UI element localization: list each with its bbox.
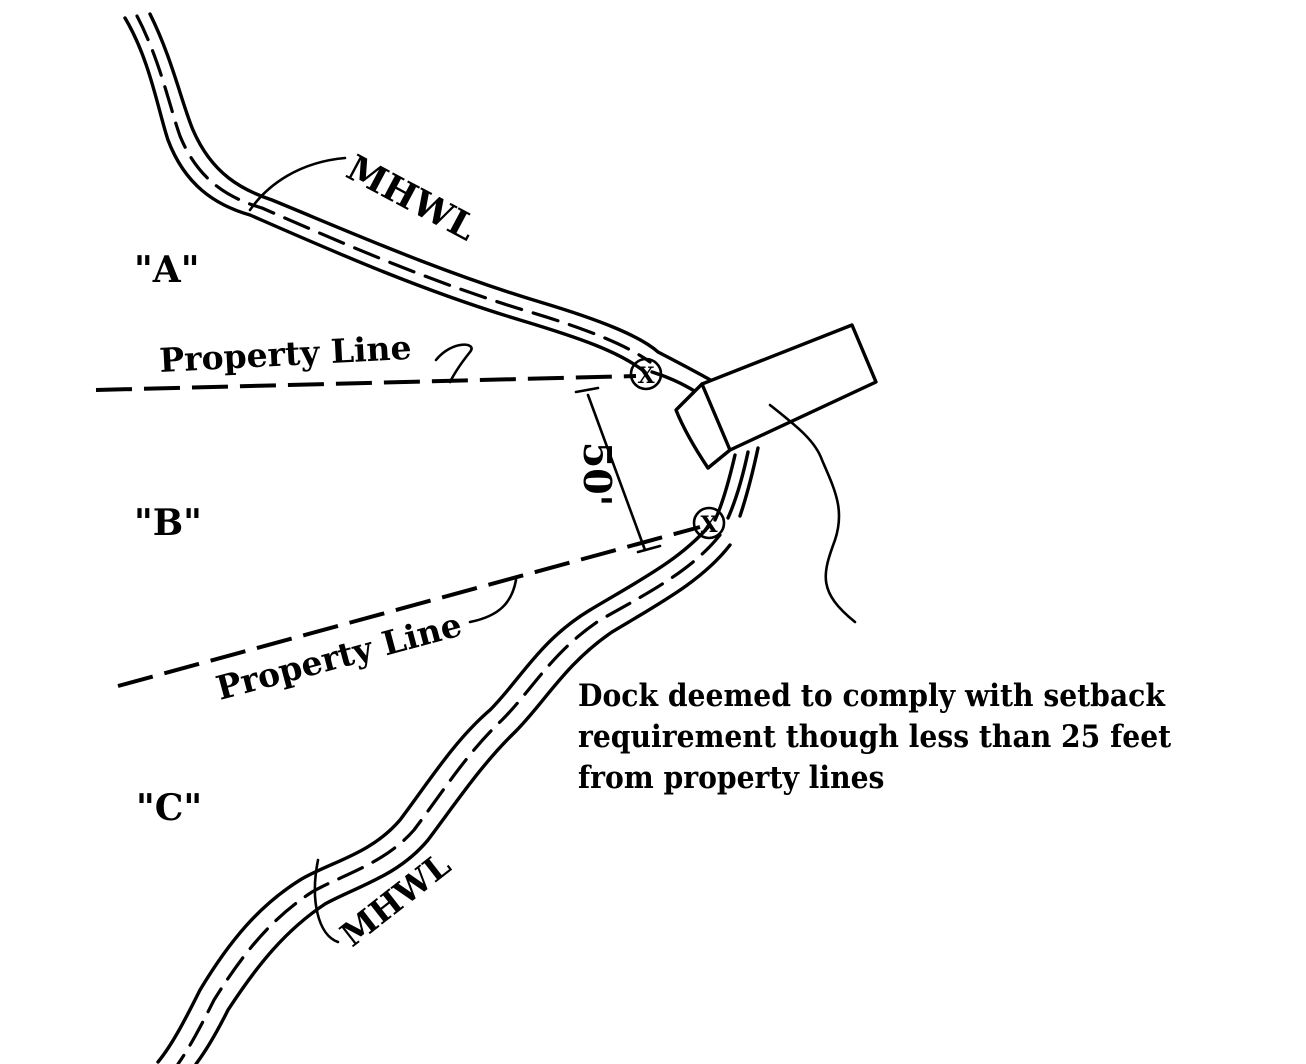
parcel-b-label: "B" xyxy=(134,502,202,544)
property-line-bottom xyxy=(117,525,701,688)
property-line-bottom-leader xyxy=(468,578,518,624)
property-line-top-label: Property Line xyxy=(158,328,412,380)
corner-marker-top: X xyxy=(629,357,663,391)
mhwl-top-label: MHWL xyxy=(340,147,483,250)
mhwl-top-leader xyxy=(248,156,347,212)
mhwl-bottom-leader xyxy=(313,858,340,944)
property-lines xyxy=(95,374,701,688)
setback-dimension: 50' xyxy=(574,386,662,554)
property-line-bottom-label: Property Line xyxy=(212,605,466,708)
upper-shoreline xyxy=(123,12,716,384)
parcel-c-label: "C" xyxy=(136,787,202,829)
svg-text:X: X xyxy=(700,512,718,538)
compliance-caption: Dock deemed to comply with setback requi… xyxy=(578,678,1172,796)
parcel-a-label: "A" xyxy=(134,249,199,291)
lower-shoreline xyxy=(156,523,732,1064)
mhwl-bottom-label: MHWL xyxy=(333,845,458,955)
property-line-top-leader xyxy=(434,343,473,384)
setback-distance-label: 50' xyxy=(575,442,620,507)
dock xyxy=(674,323,878,624)
svg-text:X: X xyxy=(637,363,655,389)
property-line-top xyxy=(95,374,637,392)
corner-marker-bottom: X xyxy=(692,506,726,540)
leader-lines xyxy=(248,156,518,944)
